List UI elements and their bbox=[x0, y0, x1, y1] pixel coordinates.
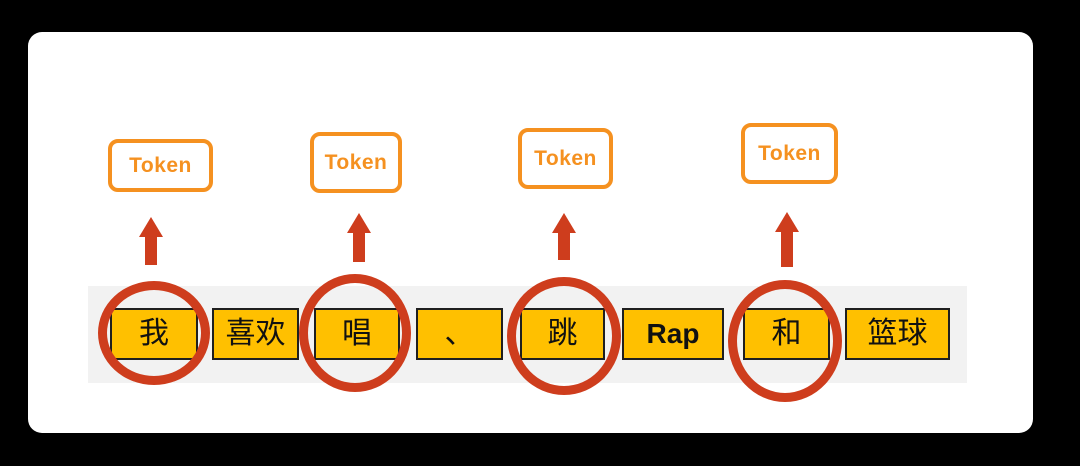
up-arrow-head bbox=[552, 213, 576, 233]
up-arrow-icon bbox=[347, 213, 371, 262]
token-text: 喜欢 bbox=[225, 317, 286, 350]
up-arrow-shaft bbox=[353, 233, 365, 262]
up-arrow-icon bbox=[139, 217, 163, 265]
highlight-circle bbox=[98, 281, 210, 385]
highlight-circle bbox=[728, 280, 842, 402]
token-box-label: Token bbox=[534, 146, 597, 170]
slide-card: Token Token Token Token 我 喜欢 唱 、 跳 Rap bbox=[28, 32, 1033, 433]
up-arrow-icon bbox=[775, 212, 799, 267]
up-arrow-head bbox=[139, 217, 163, 237]
token-text: 、 bbox=[444, 317, 475, 350]
up-arrow-shaft bbox=[558, 233, 570, 260]
up-arrow-shaft bbox=[145, 237, 157, 265]
up-arrow-head bbox=[775, 212, 799, 232]
token-text: 篮球 bbox=[867, 317, 928, 350]
token-box-label: Token bbox=[758, 141, 821, 165]
token-box: Token bbox=[518, 128, 613, 189]
token-cell: 、 bbox=[416, 308, 503, 360]
up-arrow-head bbox=[347, 213, 371, 233]
token-box-label: Token bbox=[129, 153, 192, 177]
token-cell: 喜欢 bbox=[212, 308, 299, 360]
token-box: Token bbox=[741, 123, 838, 184]
token-box: Token bbox=[108, 139, 213, 192]
up-arrow-shaft bbox=[781, 232, 793, 267]
token-cell: 篮球 bbox=[845, 308, 950, 360]
token-cell: Rap bbox=[622, 308, 724, 360]
token-text: Rap bbox=[646, 318, 700, 349]
highlight-circle bbox=[507, 277, 621, 395]
up-arrow-icon bbox=[552, 213, 576, 260]
token-box-label: Token bbox=[324, 150, 388, 174]
token-box: Token bbox=[310, 132, 402, 193]
highlight-circle bbox=[299, 274, 411, 392]
